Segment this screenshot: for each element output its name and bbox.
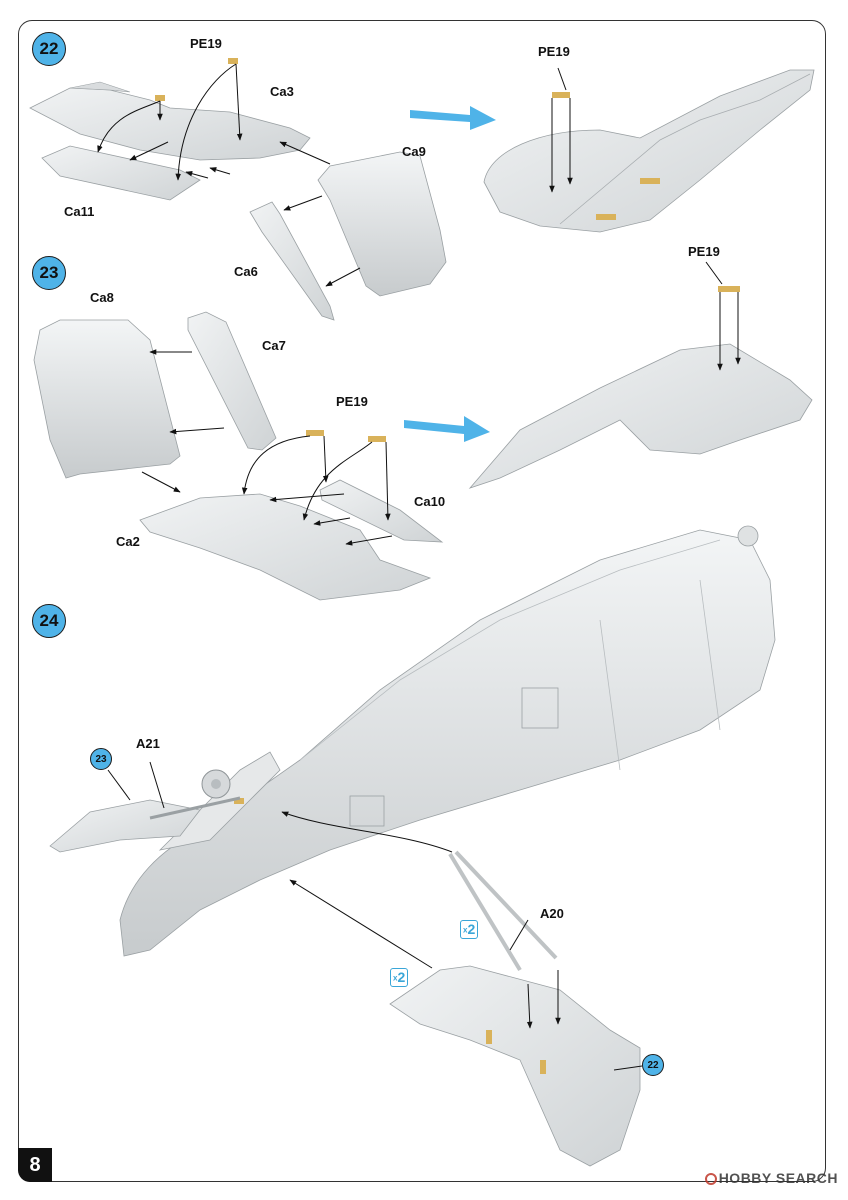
label-pe19: PE19 [688,244,720,259]
tailplane-assembled [49,799,201,853]
assembled-22 [483,69,815,233]
step-22-parts [29,58,815,321]
label-pe19: PE19 [538,44,570,59]
part-ca10 [319,479,444,543]
part-ca6 [249,201,335,321]
fuselage [119,529,776,957]
watermark-logo-icon [704,1173,717,1185]
watermark: HOBBY SEARCH [704,1170,838,1186]
label-ca10: Ca10 [414,494,446,509]
label-ca3: Ca3 [270,84,294,99]
part-ca2 [139,493,432,601]
ref-step-22: 22 [642,1054,664,1076]
label-ca2: Ca2 [116,534,140,549]
step-number-24: 24 [32,604,66,638]
wing-panel-assembled [389,965,641,1167]
label-pe19: PE19 [190,36,222,51]
label-a20: A20 [540,906,564,921]
part-ca8 [33,319,181,479]
part-ca7 [187,311,277,451]
part-ca9 [317,151,447,297]
label-ca6: Ca6 [234,264,258,279]
ref-step-23: 23 [90,748,112,770]
blue-arrow-22 [410,106,496,130]
label-ca11: Ca11 [64,204,95,219]
part-ca11 [41,145,201,201]
step-number-23: 23 [32,256,66,290]
label-pe19: PE19 [336,394,368,409]
quantity-marker: x2 [390,968,409,988]
strut-a21 [149,796,241,820]
strut-a20 [448,852,522,972]
assembled-23 [468,343,813,489]
label-ca7: Ca7 [262,338,286,353]
label-ca9: Ca9 [402,144,426,159]
label-a21: A21 [136,736,160,751]
step-23-parts [33,261,813,601]
page-frame [18,20,826,1182]
step-number-22: 22 [32,32,66,66]
blue-arrow-23 [404,416,490,442]
page-number: 8 [18,1148,52,1182]
quantity-marker: x2 [460,920,479,940]
part-ca3 [29,87,311,161]
label-ca8: Ca8 [90,290,114,305]
step-24-parts [49,525,776,1167]
